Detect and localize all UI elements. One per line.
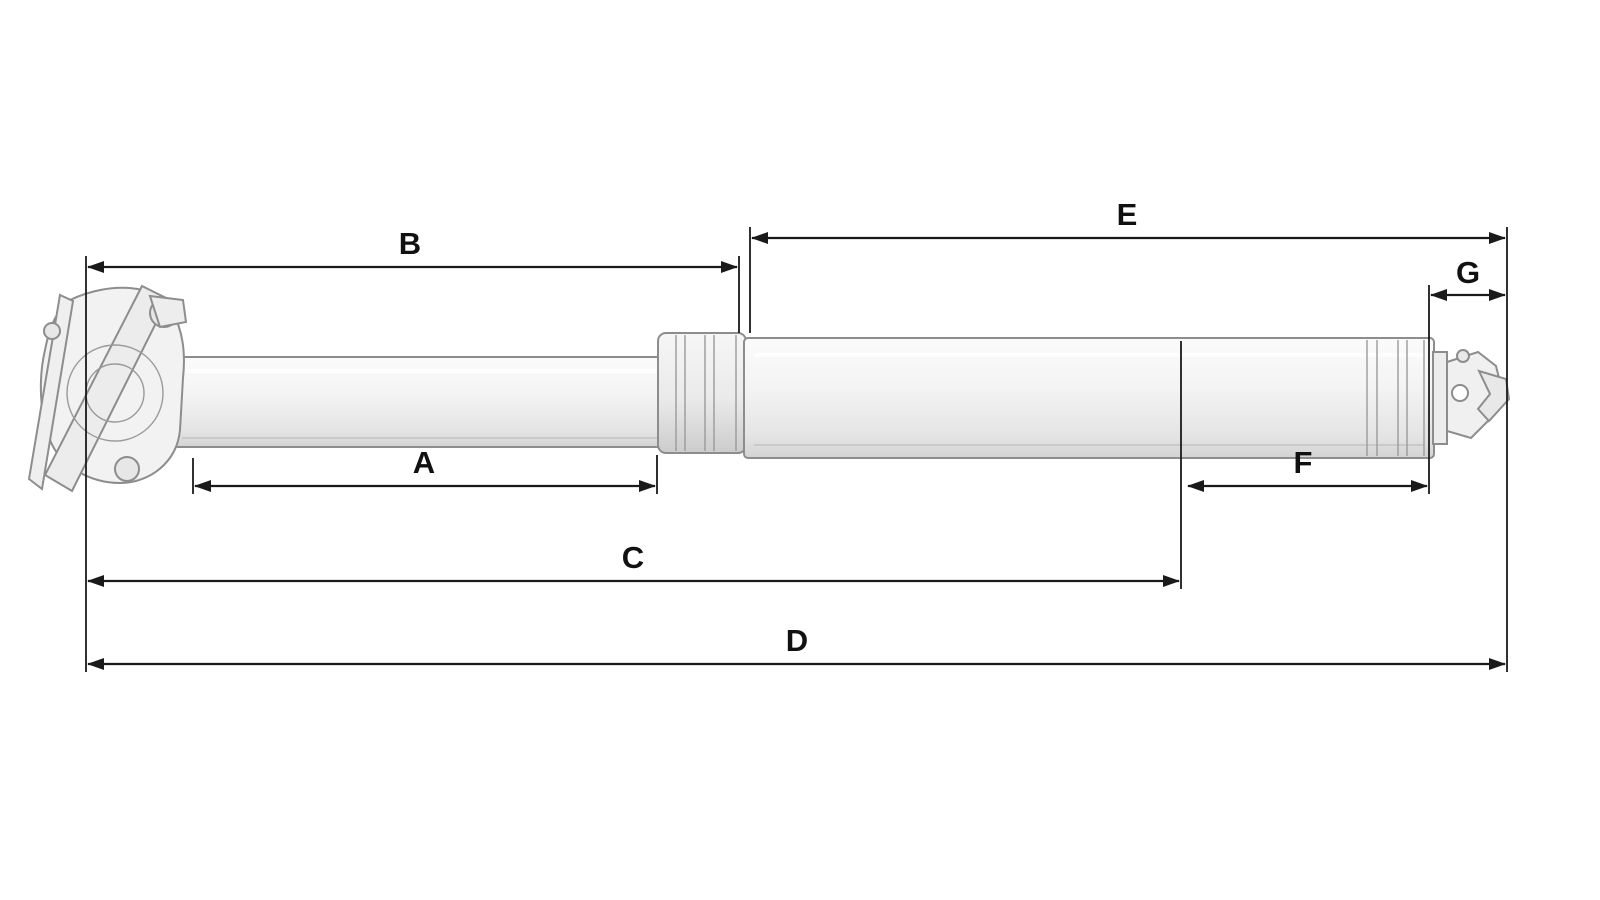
lower-tube xyxy=(743,337,1435,459)
clamp-bolt-bottom xyxy=(114,456,140,482)
dimension-lines: B E G A F C xyxy=(87,197,1506,670)
seatpost-illustration xyxy=(27,284,1511,493)
clamp-plate xyxy=(43,284,170,493)
dimension-F: F xyxy=(1187,445,1428,492)
actuator-flange xyxy=(1432,351,1448,445)
dimension-B: B xyxy=(87,226,738,273)
clamp-nose xyxy=(148,294,188,329)
collar xyxy=(657,332,747,454)
collar-body xyxy=(657,332,747,454)
actuator-knob xyxy=(1456,349,1470,363)
saddle-clamp-head xyxy=(27,284,188,493)
dimension-label-g: G xyxy=(1456,255,1480,290)
upper-tube xyxy=(171,356,667,448)
clamp-side-plate xyxy=(27,293,75,491)
dimension-label-b: B xyxy=(399,226,421,261)
dimension-label-e: E xyxy=(1117,197,1138,232)
actuator-hole xyxy=(1451,384,1469,402)
dimension-label-c: C xyxy=(622,540,644,575)
dimension-D: D xyxy=(87,623,1506,670)
dimension-label-f: F xyxy=(1294,445,1313,480)
dimension-E: E xyxy=(751,197,1506,244)
clamp-bolt-left xyxy=(43,322,61,340)
dimension-A: A xyxy=(194,445,656,492)
dimension-C: C xyxy=(87,540,1180,587)
dimension-G: G xyxy=(1430,255,1506,301)
extension-lines xyxy=(85,227,1508,672)
dimension-label-a: A xyxy=(413,445,435,480)
cable-hook xyxy=(1476,369,1511,423)
actuator-end xyxy=(1432,349,1511,445)
clamp-arc-outer xyxy=(66,344,164,442)
dimension-label-d: D xyxy=(786,623,808,658)
